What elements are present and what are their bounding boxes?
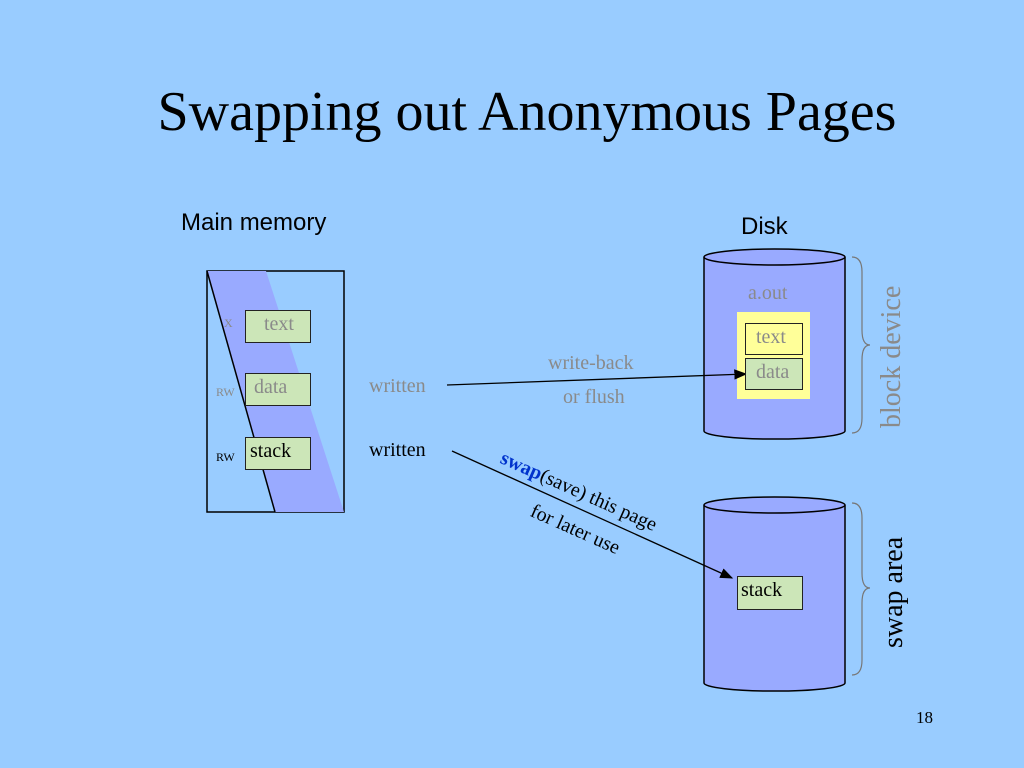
writeback-label-line2: or flush <box>563 386 625 408</box>
disk-data-segment: data <box>745 358 803 390</box>
stack-segment: stack <box>245 437 311 470</box>
perm-rw-data-label: RW <box>216 385 235 399</box>
aout-file-label: a.out <box>748 282 788 304</box>
main-memory-heading: Main memory <box>181 209 327 236</box>
disk-data-label: data <box>756 361 790 383</box>
disk-heading: Disk <box>741 213 788 240</box>
stack-segment-label: stack <box>250 440 292 462</box>
page-number: 18 <box>916 708 933 727</box>
data-segment-label: data <box>254 376 288 398</box>
text-segment: text <box>245 310 311 343</box>
data-written-label: written <box>369 375 426 397</box>
disk-text-segment: text <box>745 323 803 355</box>
slide-title: Swapping out Anonymous Pages <box>157 81 897 143</box>
data-segment: data <box>245 373 311 406</box>
perm-rw-stack-label: RW <box>216 450 235 464</box>
swap-stack-label: stack <box>741 579 783 601</box>
text-segment-label: text <box>264 313 294 335</box>
swap-stack-segment: stack <box>737 576 803 610</box>
swap-area-brace <box>851 502 871 676</box>
disk-text-label: text <box>756 326 786 348</box>
block-device-label: block device <box>876 285 907 428</box>
writeback-arrow <box>446 369 748 386</box>
perm-x-label: X <box>224 316 233 330</box>
block-device-brace <box>851 256 871 434</box>
writeback-label-line1: write-back <box>548 352 634 374</box>
swap-area-label: swap area <box>878 536 909 648</box>
swap-arrow <box>451 450 734 579</box>
stack-written-label: written <box>369 439 426 461</box>
